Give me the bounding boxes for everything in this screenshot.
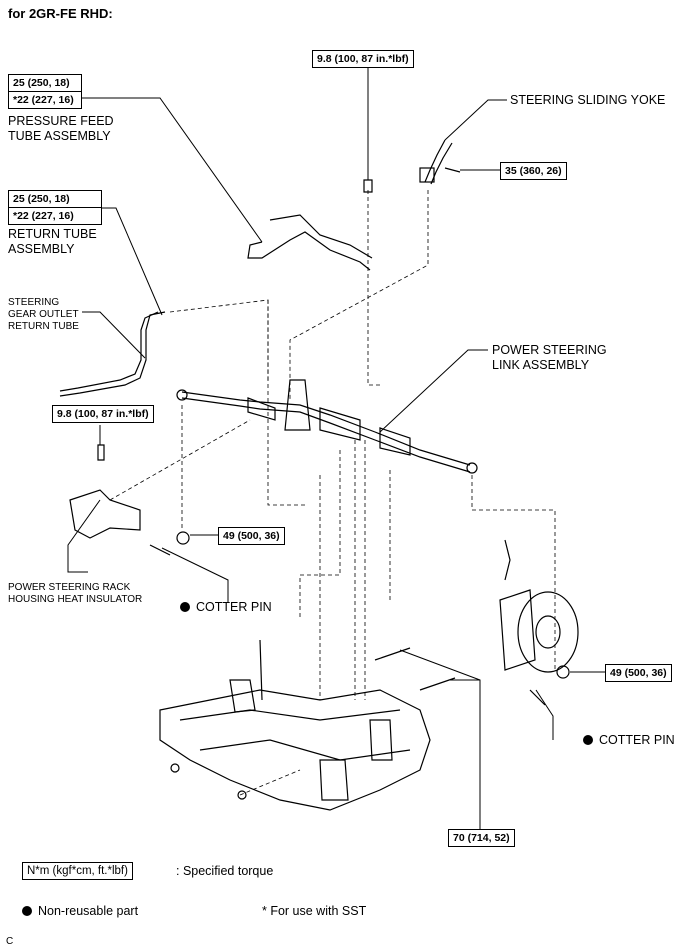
leader-cotter-left bbox=[161, 547, 229, 602]
label-heat-insulator: POWER STEERING RACK HOUSING HEAT INSULAT… bbox=[8, 582, 143, 605]
non-reusable-dot-icon bbox=[180, 602, 190, 612]
page-title: for 2GR-FE RHD: bbox=[8, 6, 113, 21]
torque-box-top-bolt: 9.8 (100, 87 in.*lbf) bbox=[312, 50, 414, 68]
torque-box-right-nut: 49 (500, 36) bbox=[605, 664, 672, 682]
label-return-tube: RETURN TUBE ASSEMBLY bbox=[8, 227, 97, 256]
torque-box-pressure-feed: 25 (250, 18) *22 (227, 16) bbox=[8, 74, 82, 109]
torque-value: 25 (250, 18) bbox=[13, 193, 70, 205]
torque-value: 25 (250, 18) bbox=[13, 77, 70, 89]
leader-link-assembly bbox=[379, 349, 488, 433]
label-pressure-feed: PRESSURE FEED TUBE ASSEMBLY bbox=[8, 114, 114, 143]
legend-unit-text: : Specified torque bbox=[176, 864, 274, 878]
torque-value-sst: *22 (227, 16) bbox=[9, 207, 101, 224]
legend-non-reusable: Non-reusable part bbox=[22, 904, 138, 919]
label-outlet-tube: STEERING GEAR OUTLET RETURN TUBE bbox=[8, 297, 79, 332]
legend-unit-box: N*m (kgf*cm, ft.*lbf) bbox=[22, 862, 133, 880]
label-link-assembly: POWER STEERING LINK ASSEMBLY bbox=[492, 343, 607, 372]
torque-box-left-nut: 49 (500, 36) bbox=[218, 527, 285, 545]
torque-box-yoke-bolt: 35 (360, 26) bbox=[500, 162, 567, 180]
label-cotter-pin-left: COTTER PIN bbox=[180, 600, 272, 615]
non-reusable-dot-icon bbox=[22, 906, 32, 916]
label-sliding-yoke: STEERING SLIDING YOKE bbox=[510, 93, 666, 107]
leader-crossmember-1 bbox=[399, 649, 481, 832]
torque-box-crossmember: 70 (714, 52) bbox=[448, 829, 515, 847]
leader-pressure-feed bbox=[80, 97, 263, 243]
leader-outlet-tube bbox=[82, 311, 146, 359]
non-reusable-dot-icon bbox=[583, 735, 593, 745]
leader-heat-insulator bbox=[67, 499, 101, 573]
label-cotter-pin-right: COTTER PIN bbox=[583, 733, 675, 748]
torque-box-return-tube: 25 (250, 18) *22 (227, 16) bbox=[8, 190, 102, 225]
leader-return-tube bbox=[100, 207, 163, 316]
leader-cotter-right bbox=[535, 689, 554, 740]
leader-sliding-yoke bbox=[444, 99, 507, 141]
legend-sst-note: * For use with SST bbox=[262, 904, 367, 918]
torque-value-sst: *22 (227, 16) bbox=[9, 91, 81, 108]
figure-code: C bbox=[6, 936, 14, 947]
torque-box-left-bolt: 9.8 (100, 87 in.*lbf) bbox=[52, 405, 154, 423]
